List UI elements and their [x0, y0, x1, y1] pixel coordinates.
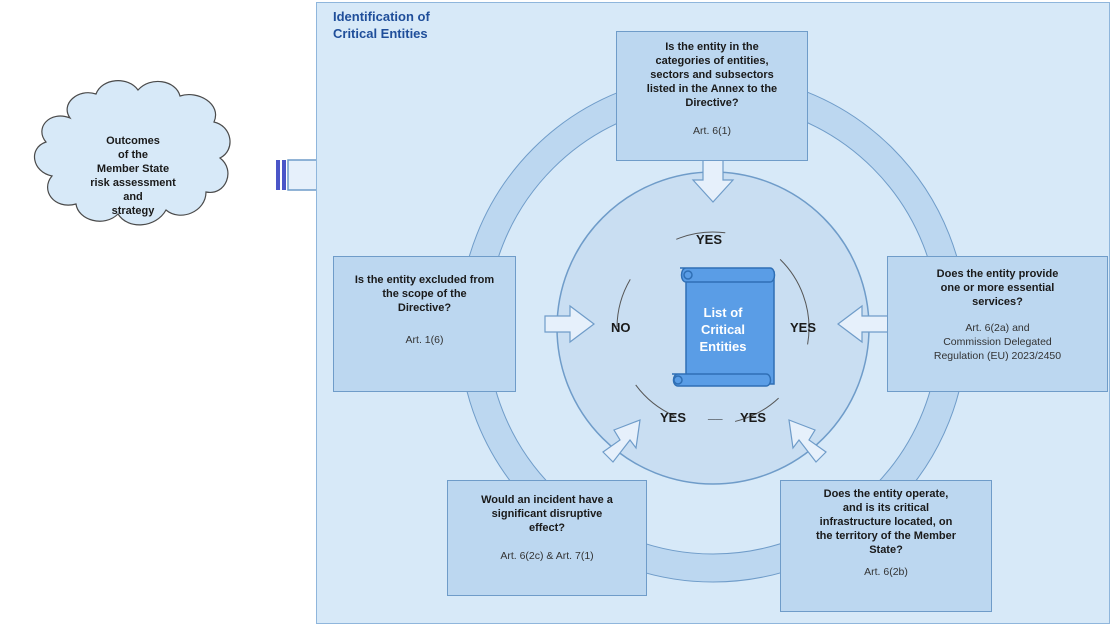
box-bottom-right-ref: Art. 6(2b): [864, 566, 908, 578]
cloud-shape: [34, 80, 231, 226]
label-yes-top: YES: [696, 232, 723, 247]
arrow-right: [837, 304, 889, 344]
box-left-ref: Art. 1(6): [405, 334, 444, 346]
box-bottom-left-question: Would an incident have a significant dis…: [481, 494, 613, 534]
box-annex-categories: Is the entity in the categories of entit…: [616, 31, 808, 161]
box-left-question: Is the entity excluded from the scope of…: [354, 274, 495, 314]
arrow-bottom-left: [602, 419, 641, 463]
scroll-shape: [672, 267, 776, 387]
box-disruptive-effect: Would an incident have a significant dis…: [447, 480, 647, 596]
box-excluded-scope: Is the entity excluded from the scope of…: [333, 256, 516, 392]
arrow-top: [691, 159, 735, 203]
label-dash-bottom: __: [708, 406, 723, 421]
box-top-ref: Art. 6(1): [693, 125, 731, 137]
box-right-ref: Art. 6(2a) and Commission Delegated Regu…: [933, 322, 1062, 362]
label-yes-bottom-left: YES: [660, 410, 687, 425]
label-no-left: NO: [611, 320, 631, 335]
box-essential-services: Does the entity provide one or more esse…: [887, 256, 1108, 392]
box-right-question: Does the entity provide one or more esse…: [936, 268, 1059, 308]
box-bottom-left-ref: Art. 6(2c) & Art. 7(1): [500, 550, 594, 562]
cloud-text: Outcomes of the Member State risk assess…: [90, 135, 176, 217]
scroll-label: List of Critical Entities: [699, 305, 747, 354]
label-yes-right: YES: [790, 320, 817, 335]
label-yes-bottom-right: YES: [740, 410, 767, 425]
box-top-question: Is the entity in the categories of entit…: [646, 41, 778, 109]
arrow-bottom-right: [788, 419, 827, 463]
inner-thin-ring: [616, 231, 810, 425]
box-bottom-right-question: Does the entity operate, and is its crit…: [816, 488, 956, 556]
box-territory: Does the entity operate, and is its crit…: [780, 480, 992, 612]
panel-title: Identification of Critical Entities: [333, 9, 430, 41]
arrow-left: [544, 304, 595, 344]
